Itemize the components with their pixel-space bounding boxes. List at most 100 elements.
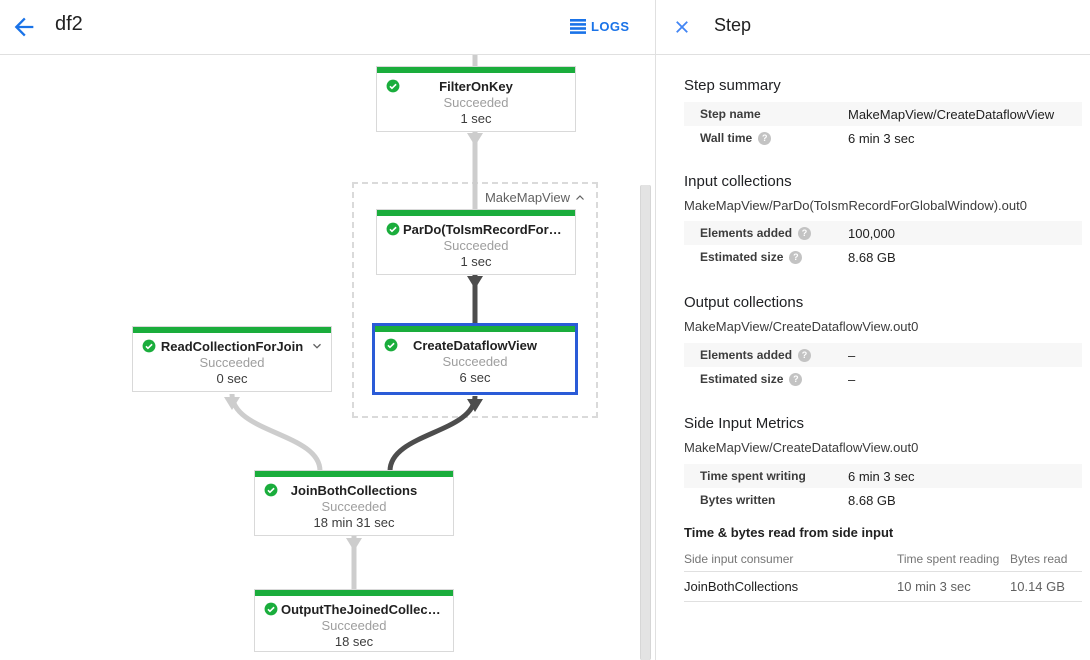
node-status: Succeeded xyxy=(443,238,509,253)
node-time: 1 sec xyxy=(460,111,492,126)
check-circle-icon xyxy=(384,338,398,352)
node-time: 1 sec xyxy=(460,254,492,269)
check-circle-icon xyxy=(264,483,278,497)
column-header-side-input-consumer: Side input consumer xyxy=(684,551,794,566)
edge-read-join xyxy=(229,393,323,472)
input-collection-name: MakeMapView/ParDo(ToIsmRecordForGlobalWi… xyxy=(684,198,1027,213)
metric-row-elements-added: Elements added ? 100,000 xyxy=(684,221,1082,245)
group-label: MakeMapView xyxy=(484,190,570,205)
node-status-bar xyxy=(375,326,575,332)
close-icon[interactable] xyxy=(673,18,691,36)
metric-label: Elements added xyxy=(700,226,793,240)
node-time: 0 sec xyxy=(216,371,248,386)
metric-label: Wall time xyxy=(700,131,753,145)
logs-button-label: LOGS xyxy=(591,18,630,34)
cell-bytes-read: 10.14 GB xyxy=(1010,579,1065,594)
section-heading-input-collections: Input collections xyxy=(684,173,792,190)
output-collections-rows: Elements added ? – Estimated size ? – xyxy=(684,343,1082,391)
side-input-read-table: Side input consumer Time spent reading B… xyxy=(684,546,1082,602)
graph-vertical-scrollbar[interactable] xyxy=(640,185,651,660)
metric-label: Time spent writing xyxy=(700,469,806,483)
node-title: JoinBothCollections xyxy=(290,483,418,498)
node-title: ParDo(ToIsmRecordFor… xyxy=(403,222,562,237)
pipeline-edges xyxy=(224,55,483,590)
job-header: df2 LOGS xyxy=(0,0,655,55)
node-status-bar xyxy=(255,471,453,477)
node-status: Succeeded xyxy=(321,618,387,633)
pipeline-graph-panel: df2 LOGS MakeMapView xyxy=(0,0,655,660)
input-collections-rows: Elements added ? 100,000 Estimated size … xyxy=(684,221,1082,269)
metric-label: Elements added xyxy=(700,348,793,362)
cell-time-spent-reading: 10 min 3 sec xyxy=(897,579,971,594)
graph-node-createdataflowview-selected[interactable]: CreateDataflowView Succeeded 6 sec xyxy=(372,323,578,395)
arrowhead-join xyxy=(346,538,362,551)
node-time: 18 min 31 sec xyxy=(313,515,395,530)
help-icon[interactable]: ? xyxy=(758,131,772,145)
group-makemapview-toggle[interactable]: MakeMapView xyxy=(485,190,586,205)
cell-side-input-consumer: JoinBothCollections xyxy=(684,579,799,594)
metric-value: – xyxy=(848,371,856,387)
logs-button[interactable]: LOGS xyxy=(570,14,629,38)
help-icon[interactable]: ? xyxy=(789,372,803,386)
node-time: 6 sec xyxy=(459,370,491,385)
pipeline-canvas[interactable]: MakeMapView xyxy=(0,55,655,660)
metric-label: Estimated size xyxy=(700,372,784,386)
check-circle-icon xyxy=(386,79,400,93)
step-panel-body: Step summary Step name MakeMapView/Creat… xyxy=(684,55,1082,602)
metric-value: 6 min 3 sec xyxy=(848,130,915,146)
node-status-bar xyxy=(133,327,331,333)
node-status: Succeeded xyxy=(442,354,508,369)
metric-value: MakeMapView/CreateDataflowView xyxy=(848,106,1055,122)
graph-node-joinbothcollections[interactable]: JoinBothCollections Succeeded 18 min 31 … xyxy=(254,470,454,536)
arrowhead-readcollection xyxy=(224,397,240,410)
metric-label: Estimated size xyxy=(700,250,784,264)
step-summary-rows: Step name MakeMapView/CreateDataflowView… xyxy=(684,102,1082,150)
check-circle-icon xyxy=(142,339,156,353)
section-heading-output-collections: Output collections xyxy=(684,294,804,311)
section-heading-side-input-metrics: Side Input Metrics xyxy=(684,415,805,432)
arrowhead-filteronkey xyxy=(467,133,483,146)
metric-value: 6 min 3 sec xyxy=(848,468,915,484)
graph-node-outputthejoinedcollection[interactable]: OutputTheJoinedCollec… Succeeded 18 sec xyxy=(254,589,454,652)
metric-value: 8.68 GB xyxy=(848,492,896,508)
back-arrow-icon[interactable] xyxy=(10,13,38,41)
node-title: ReadCollectionForJoin xyxy=(160,339,304,354)
graph-node-readcollectionforjoin[interactable]: ReadCollectionForJoin Succeeded 0 sec xyxy=(132,326,332,392)
metric-value: 8.68 GB xyxy=(848,249,896,265)
side-input-metrics-rows: Time spent writing 6 min 3 sec Bytes wri… xyxy=(684,464,1082,512)
check-circle-icon xyxy=(264,602,278,616)
metric-label: Step name xyxy=(700,107,761,121)
table-heading-side-input-read: Time & bytes read from side input xyxy=(684,525,894,540)
node-time: 18 sec xyxy=(334,634,374,649)
table-header-row: Side input consumer Time spent reading B… xyxy=(684,546,1082,572)
chevron-up-icon xyxy=(576,194,584,200)
help-icon[interactable]: ? xyxy=(789,250,803,264)
job-title: df2 xyxy=(55,13,83,35)
node-status: Succeeded xyxy=(199,355,265,370)
node-title: CreateDataflowView xyxy=(412,338,538,353)
table-row: JoinBothCollections 10 min 3 sec 10.14 G… xyxy=(684,572,1082,602)
node-title: FilterOnKey xyxy=(439,79,513,94)
check-circle-icon xyxy=(386,222,400,236)
section-heading-step-summary: Step summary xyxy=(684,77,781,94)
logs-list-icon xyxy=(570,18,586,34)
panel-title: Step xyxy=(714,15,752,35)
metric-label: Bytes written xyxy=(700,493,776,507)
step-details-panel: Step Step summary Step name MakeMapView/… xyxy=(655,0,1090,660)
graph-node-pardo-toismrecord[interactable]: ParDo(ToIsmRecordFor… Succeeded 1 sec xyxy=(376,209,576,275)
chevron-down-icon[interactable] xyxy=(310,339,324,353)
metric-row-time-spent-writing: Time spent writing 6 min 3 sec xyxy=(684,464,1082,488)
metric-row-estimated-size: Estimated size ? 8.68 GB xyxy=(684,245,1082,269)
metric-row-step-name: Step name MakeMapView/CreateDataflowView xyxy=(684,102,1082,126)
help-icon[interactable]: ? xyxy=(798,348,812,362)
help-icon[interactable]: ? xyxy=(798,226,812,240)
side-input-collection-name: MakeMapView/CreateDataflowView.out0 xyxy=(684,440,919,455)
arrowhead-createview xyxy=(467,399,483,412)
graph-node-filteronkey[interactable]: FilterOnKey Succeeded 1 sec xyxy=(376,66,576,132)
column-header-bytes-read: Bytes read xyxy=(1010,551,1068,566)
node-status-bar xyxy=(377,210,575,216)
node-status-bar xyxy=(255,590,453,596)
column-header-time-spent-reading: Time spent reading xyxy=(897,551,1000,566)
metric-row-wall-time: Wall time ? 6 min 3 sec xyxy=(684,126,1082,150)
